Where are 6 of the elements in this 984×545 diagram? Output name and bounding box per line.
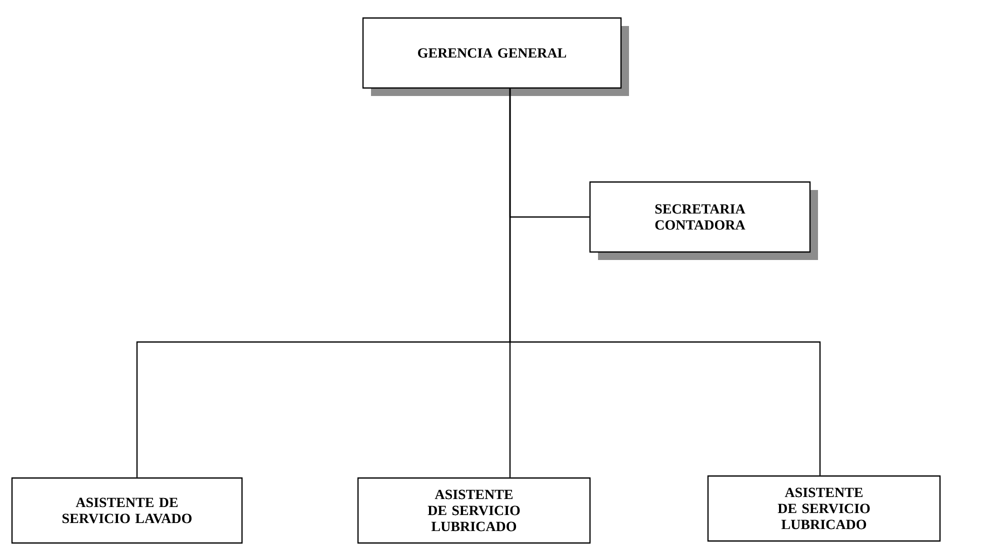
connector-line	[509, 88, 821, 476]
org-box: GERENCIA GENERAL	[362, 17, 629, 96]
org-box: ASISTENTE DE SERVICIO LAVADO	[11, 477, 243, 544]
org-box: SECRETARIA CONTADORA	[589, 181, 818, 260]
org-box: ASISTENTE DE SERVICIO LUBRICADO	[357, 477, 591, 544]
org-box: ASISTENTE DE SERVICIO LUBRICADO	[707, 475, 941, 542]
